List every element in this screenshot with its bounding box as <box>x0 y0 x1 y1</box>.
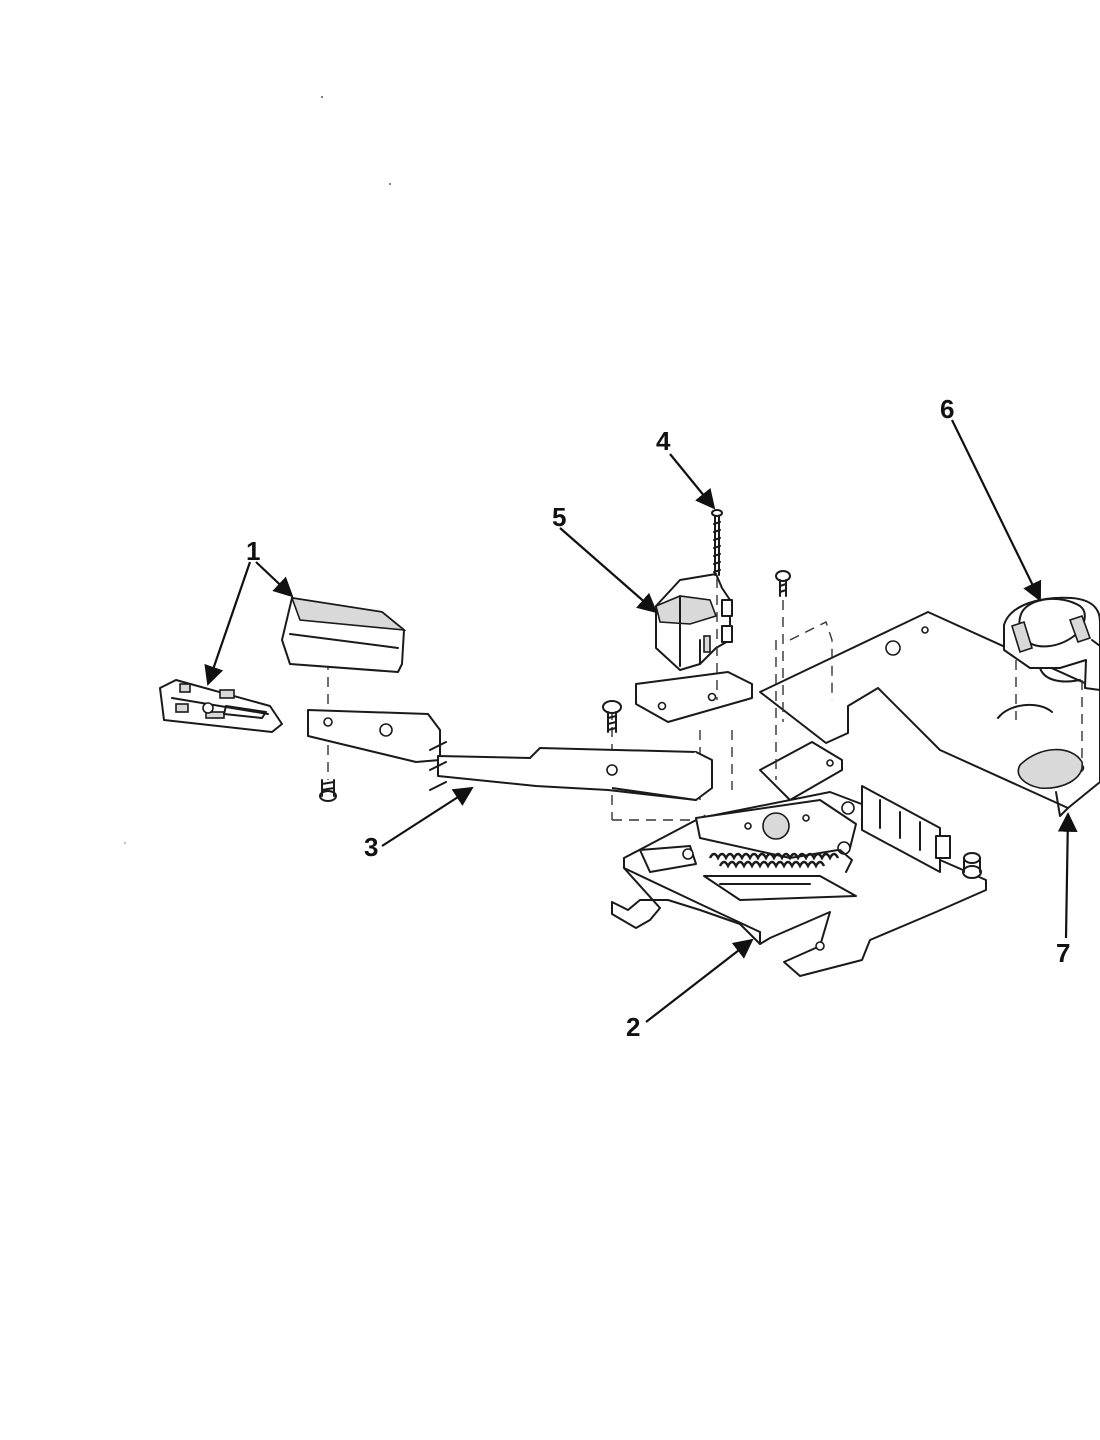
callout-1: 1 <box>246 536 260 566</box>
screw-part-4 <box>711 509 723 576</box>
leader-3 <box>381 786 474 847</box>
screw <box>319 779 337 802</box>
speck <box>124 842 126 844</box>
mounting-bracket-part-7 <box>759 611 1100 817</box>
handle-knob-part-1 <box>281 597 407 673</box>
leader-1b <box>204 561 252 686</box>
callout-6: 6 <box>940 394 954 424</box>
leader-lines <box>204 419 1078 1023</box>
screw <box>602 700 622 733</box>
spring <box>708 849 853 873</box>
leader-5 <box>559 527 658 614</box>
callout-5: 5 <box>552 502 566 532</box>
latch-mechanism-part-2 <box>611 785 987 977</box>
callout-3: 3 <box>364 832 378 862</box>
callout-4: 4 <box>656 426 671 456</box>
switch-part-5 <box>635 573 753 723</box>
latch-arm-part-3 <box>307 709 713 801</box>
callout-2: 2 <box>626 1012 640 1042</box>
leader-4 <box>669 453 716 510</box>
handle-bezel-part-1 <box>159 679 283 733</box>
speck <box>321 96 323 98</box>
leader-7 <box>1057 812 1078 939</box>
callout-labels: 1 2 3 4 5 6 7 <box>246 394 1070 1042</box>
screw <box>775 570 791 597</box>
lower-plate <box>759 741 843 801</box>
leader-6 <box>951 419 1042 602</box>
leader-2 <box>645 938 754 1023</box>
limit-switch-part-6 <box>1003 596 1100 691</box>
leader-1a <box>255 561 294 598</box>
callout-7: 7 <box>1056 938 1070 968</box>
speck <box>389 183 391 185</box>
